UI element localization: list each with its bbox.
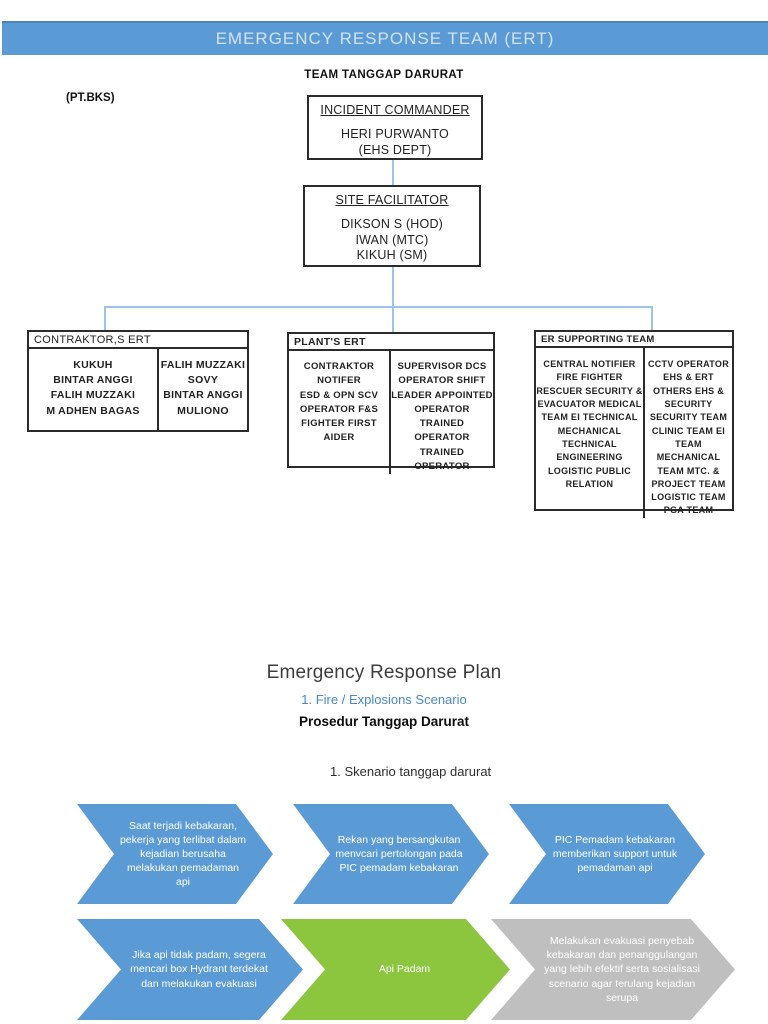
flow-step-3-text: PIC Pemadam kebakaran memberikan support… [552,833,678,875]
incident-commander-members: HERI PURWANTO (EHS DEPT) [341,127,449,157]
flow-step-2-text: Rekan yang bersangkutan menvcari pertolo… [335,833,463,875]
contractor-ert-header: CONTRAKTOR,S ERT [29,332,247,349]
plants-ert-column-1: CONTRAKTOR NOTIFER ESD & OPN SCV OPERATO… [299,361,379,444]
er-supporting-team-body: CENTRAL NOTIFIER FIRE FIGHTER RESCUER SE… [536,348,732,518]
plan-title: Emergency Response Plan [266,662,502,683]
er-supporting-team-column-1: CENTRAL NOTIFIER FIRE FIGHTER RESCUER SE… [536,359,643,489]
site-facilitator-title: SITE FACILITATOR [335,193,449,207]
org-chart-title: TEAM TANGGAP DARURAT [304,69,464,81]
company-label: (PT.BKS) [66,92,115,104]
contractor-ert-column-2: FALIH MUZZAKI SOVY BINTAR ANGGI MULIONO [157,349,247,430]
flow-step-6-arrow: Melakukan evakuasi penyebab kebakaran da… [491,919,735,1020]
plan-heading: Prosedur Tanggap Darurat [298,714,470,729]
incident-commander-title: INCIDENT COMMANDER [320,103,470,117]
plants-ert-header: PLANT'S ERT [289,334,493,351]
connector-drop-left [104,306,106,332]
flow-step-4-arrow: Jika api tidak padam, segera mencari box… [77,919,303,1020]
flow-step-1-text: Saat terjadi kebakaran, pekerja yang ter… [119,819,247,889]
site-facilitator-box: SITE FACILITATOR DIKSON S (HOD) IWAN (MT… [303,185,481,267]
site-facilitator-members: DIKSON S (HOD) IWAN (MTC) KIKUH (SM) [340,217,444,263]
plants-ert-box: PLANT'S ERT CONTRAKTOR NOTIFER ESD & OPN… [287,332,495,474]
connector-sf-down [392,267,394,308]
contractor-ert-column-1: KUKUH BINTAR ANGGI FALIH MUZZAKI M ADHEN… [46,359,140,417]
flow-step-4-text: Jika api tidak padam, segera mencari box… [130,949,268,990]
connector-drop-right [651,306,653,332]
connector-horizontal [104,306,653,308]
flow-step-3-arrow: PIC Pemadam kebakaran memberikan support… [509,804,705,904]
banner-title: EMERGENCY RESPONSE TEAM (ERT) [215,29,555,48]
er-supporting-team-header: ER SUPPORTING TEAM [536,332,732,348]
connector-ic-sf [392,160,394,185]
plants-ert-column-2: SUPERVISOR DCS OPERATOR SHIFT LEADER APP… [389,351,493,474]
flow-step-2-arrow: Rekan yang bersangkutan menvcari pertolo… [293,804,489,904]
incident-commander-box: INCIDENT COMMANDER HERI PURWANTO (EHS DE… [307,95,483,160]
contractor-ert-box: CONTRAKTOR,S ERT KUKUH BINTAR ANGGI FALI… [27,330,249,432]
flow-step-5-arrow: Api Padam [281,919,510,1020]
flow-step-6-text: Melakukan evakuasi penyebab kebakaran da… [544,935,700,1004]
plan-subtitle: 1. Fire / Explosions Scenario [301,692,467,707]
er-supporting-team-box: ER SUPPORTING TEAM CENTRAL NOTIFIER FIRE… [534,330,734,518]
page-banner: EMERGENCY RESPONSE TEAM (ERT) [2,21,768,55]
contractor-ert-body: KUKUH BINTAR ANGGI FALIH MUZZAKI M ADHEN… [29,349,247,430]
flow-step-1-arrow: Saat terjadi kebakaran, pekerja yang ter… [77,804,273,904]
plan-step-label: 1. Skenario tanggap darurat [330,764,492,779]
plants-ert-body: CONTRAKTOR NOTIFER ESD & OPN SCV OPERATO… [289,351,493,474]
er-supporting-team-column-2: CCTV OPERATOR EHS & ERT OTHERS EHS & SEC… [643,348,732,518]
flow-step-5-text: Api Padam [378,963,431,976]
connector-drop-center [392,306,394,334]
